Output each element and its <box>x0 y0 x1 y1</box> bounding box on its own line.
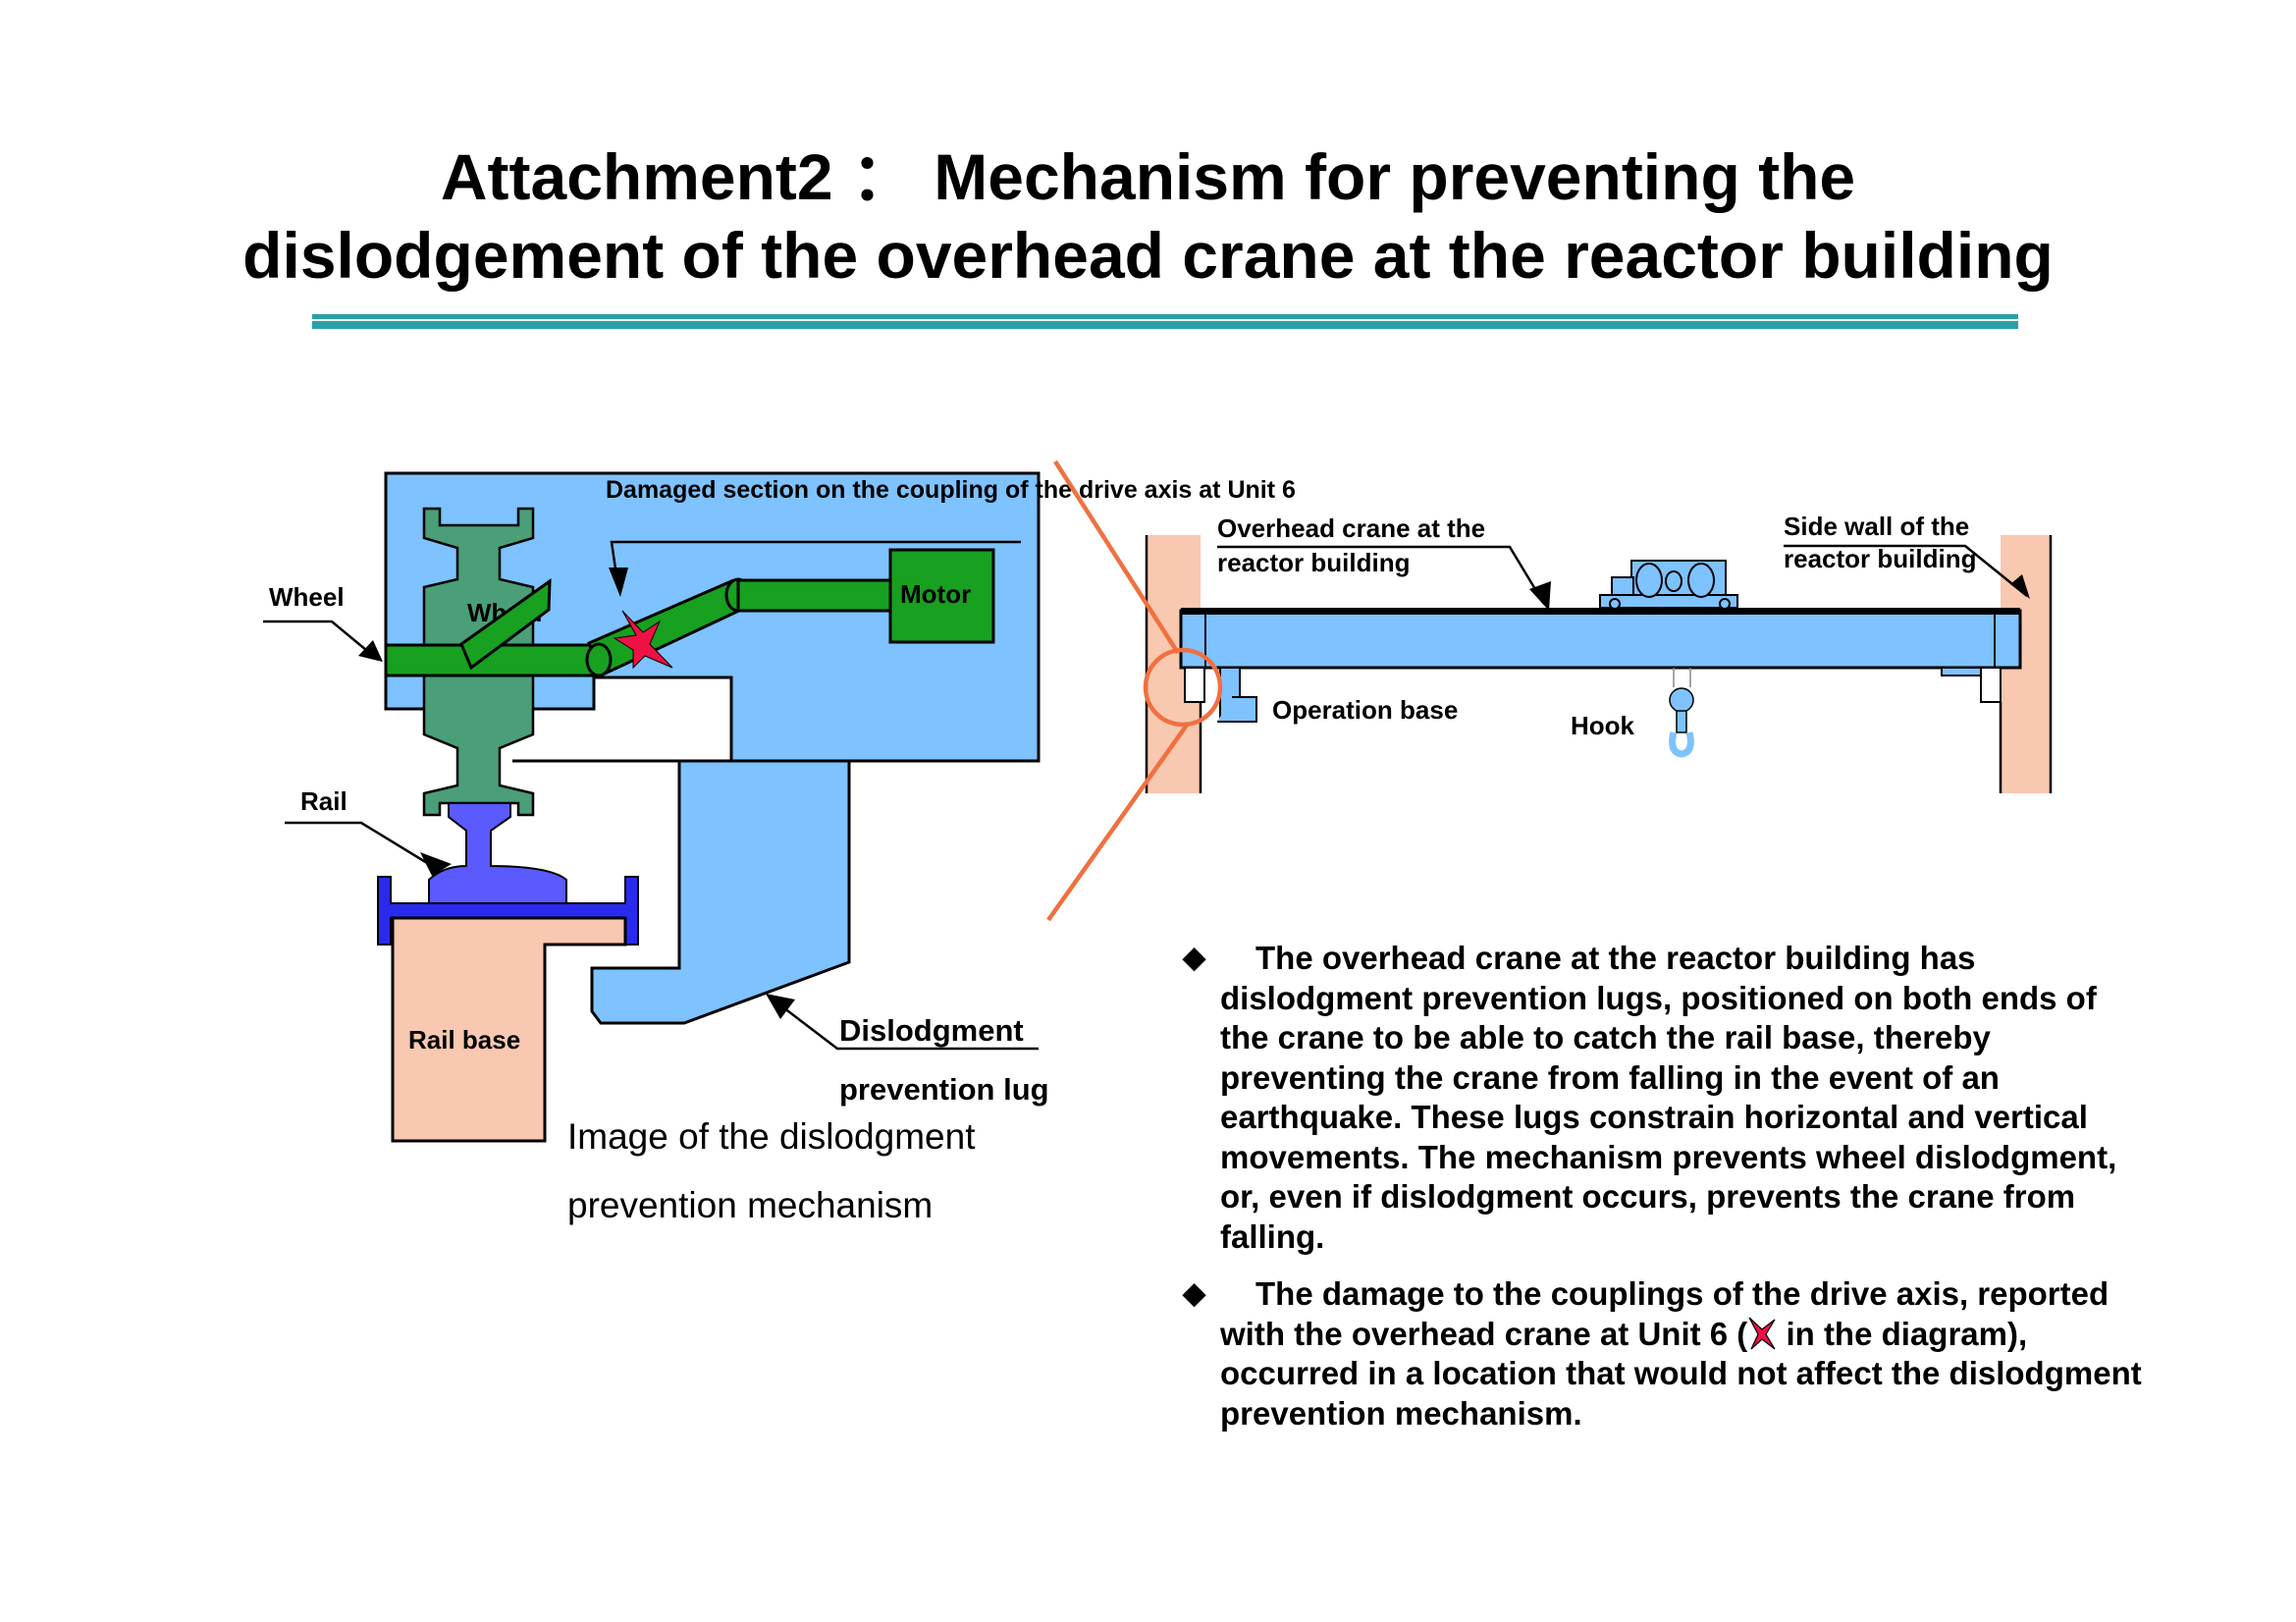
rail-base-label: Rail base <box>408 1025 520 1054</box>
coupling-lower <box>585 642 613 677</box>
red-star-x-icon <box>1748 1317 1776 1349</box>
right-operation-base <box>1941 667 1982 676</box>
wall-label-line-2: reactor building <box>1784 544 1976 573</box>
wall-label-line-1: Side wall of the <box>1784 512 1969 541</box>
lug-leader-line <box>774 1000 1039 1051</box>
bullet-diamond-icon: ◆ <box>1183 942 1206 974</box>
trolley-wheel-1 <box>1609 598 1621 610</box>
operation-base-label: Operation base <box>1272 695 1458 725</box>
crane-girder <box>1179 609 2022 670</box>
lug-label-line-2: prevention lug <box>839 1072 1049 1107</box>
crane-leader-line <box>1217 545 1546 605</box>
bullet-diamond-icon: ◆ <box>1183 1277 1206 1310</box>
rail <box>428 802 567 906</box>
crane-label-line-2: reactor building <box>1217 548 1410 577</box>
right-diagram: Overhead crane at the reactor building S… <box>1145 512 2053 793</box>
caption-line-2: prevention mechanism <box>567 1185 933 1225</box>
wall-leader-arrow <box>2010 574 2030 599</box>
right-end-truck <box>1980 667 2002 703</box>
crane-label-line-1: Overhead crane at the <box>1217 514 1485 543</box>
damaged-callout-arrow <box>609 568 628 597</box>
motor-label: Motor <box>900 579 971 609</box>
trolley-frame <box>1599 594 1738 609</box>
bullet-2-body-after: in the diagram), occurred in a location … <box>1220 1315 2142 1432</box>
damaged-section-label: Damaged section on the coupling of the d… <box>606 476 1296 504</box>
rail-leader-arrow <box>420 852 452 876</box>
hook-icon <box>1669 731 1694 758</box>
bullet-2: ◆ The damage to the couplings of the dri… <box>1183 1274 2145 1433</box>
title-rule-top <box>312 314 2018 319</box>
bullet-list: ◆ The overhead crane at the reactor buil… <box>1183 939 2145 1451</box>
dislodgment-prevention-lug <box>512 759 851 1025</box>
lug-leader-arrow <box>766 994 795 1019</box>
motor-shaft <box>736 578 892 613</box>
rail-label: Rail <box>300 786 347 816</box>
trolley-cab <box>1611 576 1634 596</box>
motor <box>888 548 995 644</box>
crane-leader-arrow <box>1529 581 1551 611</box>
rail-clamp <box>377 876 639 946</box>
trolley-drum-3 <box>1687 563 1715 598</box>
bullet-2-first-line: The damage to the couplings of the drive… <box>1255 1275 2109 1312</box>
wheel-outer-label: Wheel <box>269 582 345 612</box>
trolley-wheel-2 <box>1719 598 1731 610</box>
hook-block <box>1669 687 1694 713</box>
caption-line-1: Image of the dislodgment <box>567 1116 976 1157</box>
rail-leader-line <box>285 821 438 871</box>
left-end-truck <box>1184 667 1205 703</box>
bullet-1-first-line: The overhead crane at the reactor buildi… <box>1255 940 1976 976</box>
wheel-leader-arrow <box>358 640 383 662</box>
lug-label-line-1: Dislodgment <box>839 1013 1024 1048</box>
callout-magnifier <box>1046 460 1223 922</box>
hook-label: Hook <box>1571 711 1635 740</box>
title-rule-bottom <box>312 321 2018 329</box>
bullet-1: ◆ The overhead crane at the reactor buil… <box>1183 939 2145 1257</box>
trolley-drum-2 <box>1665 570 1682 592</box>
coupling-shaft <box>459 578 552 671</box>
bullet-1-body: dislodgment prevention lugs, positioned … <box>1220 979 2117 1255</box>
crane-top-rail <box>1181 608 2020 615</box>
wall-leader-line <box>1784 544 2028 597</box>
trolley-drum-1 <box>1635 563 1663 598</box>
title-line-1: Attachment2 ： Mechanism for preventing t… <box>440 140 1856 213</box>
left-diagram: Wheel Motor Damaged section on the coupl… <box>263 471 1296 1225</box>
wheel-leader-line <box>263 620 379 661</box>
rail-base <box>391 916 627 1143</box>
callout-circle <box>1143 647 1223 728</box>
bullet-2-body-before: with the overhead crane at Unit 6 ( <box>1220 1315 1748 1352</box>
title-line-2: dislodgement of the overhead crane at th… <box>242 219 2054 292</box>
operation-base-step <box>1217 696 1257 723</box>
damage-marker-icon <box>613 610 673 670</box>
